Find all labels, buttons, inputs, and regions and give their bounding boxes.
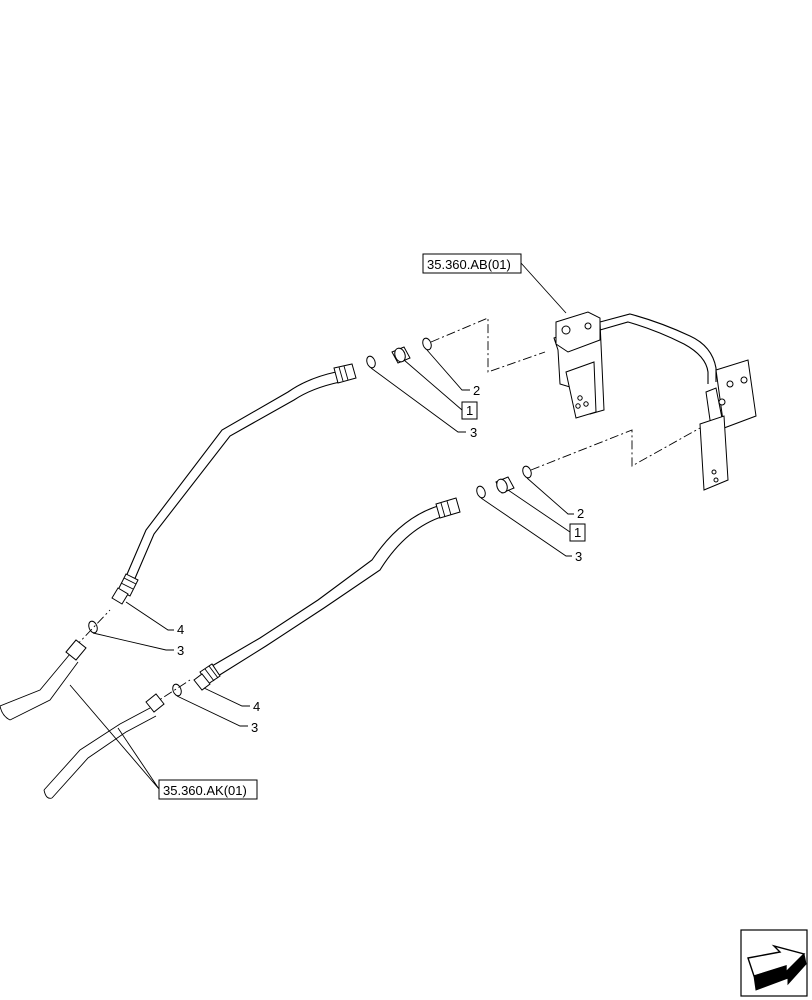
reference-ak-label: 35.360.AK(01) bbox=[163, 783, 247, 798]
callout-lower-1-box bbox=[569, 523, 586, 542]
upper-callouts: 2 1 3 bbox=[370, 349, 480, 440]
callout-upper-3: 3 bbox=[470, 425, 477, 440]
callout-left-lower-4: 4 bbox=[253, 699, 260, 714]
callout-left-upper-4: 4 bbox=[177, 622, 184, 637]
valve-assembly bbox=[553, 311, 757, 491]
lower-hose bbox=[193, 497, 461, 691]
callout-upper-2: 2 bbox=[473, 383, 480, 398]
callout-upper-1-box bbox=[461, 401, 478, 420]
left-callouts: 4 3 4 3 bbox=[92, 601, 260, 735]
arrow-navigation-icon[interactable] bbox=[740, 929, 808, 997]
callout-lower-3: 3 bbox=[575, 549, 582, 564]
callout-upper-1: 1 bbox=[466, 403, 473, 418]
reference-ab-label: 35.360.AB(01) bbox=[427, 257, 511, 272]
callout-left-upper-3: 3 bbox=[177, 643, 184, 658]
assembly-lines bbox=[73, 317, 701, 707]
lower-fittings bbox=[476, 465, 532, 499]
upper-fittings bbox=[366, 337, 432, 369]
seal-left-lower bbox=[172, 683, 182, 697]
callout-lower-1: 1 bbox=[574, 525, 581, 540]
callout-left-lower-3: 3 bbox=[251, 720, 258, 735]
reference-ak[interactable]: 35.360.AK(01) bbox=[69, 684, 258, 800]
lower-callouts: 2 1 3 bbox=[480, 477, 586, 564]
callout-lower-2: 2 bbox=[577, 506, 584, 521]
feed-hoses bbox=[0, 639, 165, 799]
upper-hose bbox=[111, 363, 357, 605]
reference-ab[interactable]: 35.360.AB(01) bbox=[422, 253, 567, 314]
